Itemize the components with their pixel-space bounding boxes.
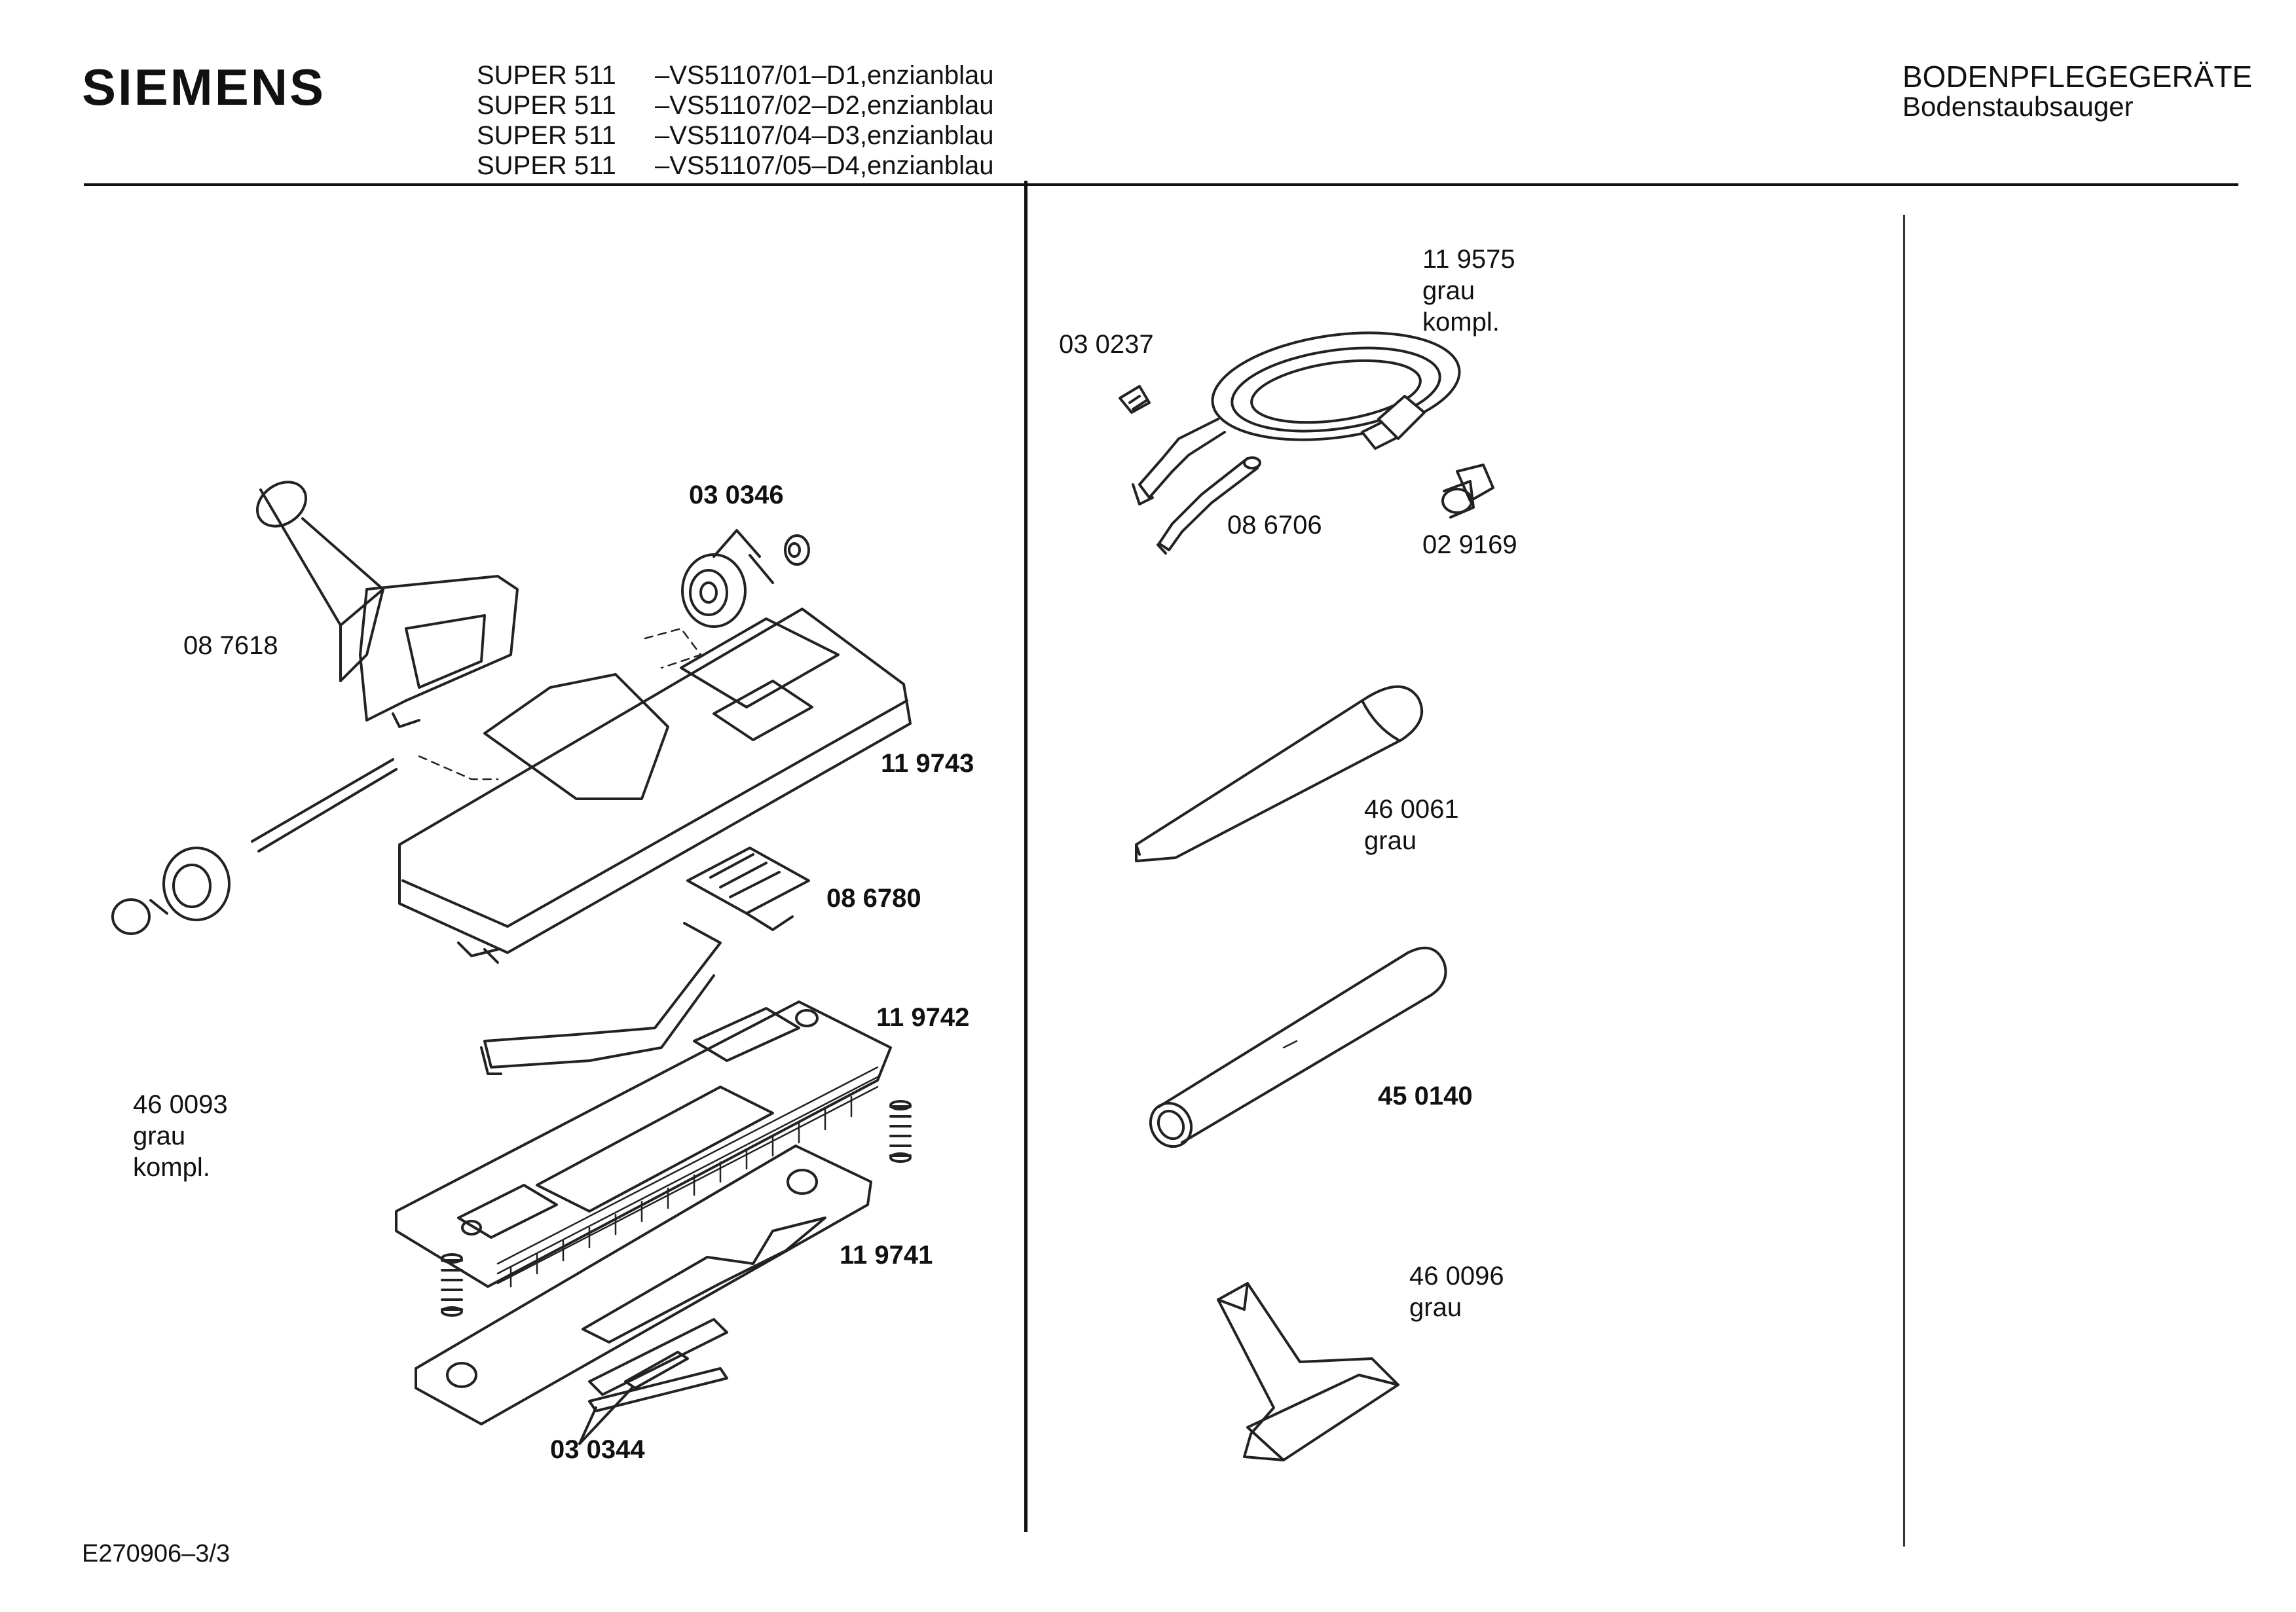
header-divider (84, 183, 2238, 186)
brush-plate-drawing (395, 1000, 892, 1288)
part-label-030346: 03 0346 (689, 481, 784, 509)
model-name: SUPER 511 (477, 61, 616, 90)
part-label-119575: 11 9575 grau kompl. (1422, 245, 1515, 337)
model-list: SUPER 511 –VS51107/01–D1,enzianblau SUPE… (477, 60, 993, 181)
part-label-086706: 08 6706 (1227, 511, 1322, 540)
model-variant: –VS51107/04–D3,enzianblau (655, 121, 994, 150)
model-variant: –VS51107/05–D4,enzianblau (655, 151, 994, 180)
part-label-030237: 03 0237 (1059, 330, 1154, 359)
sole-plate-drawing (415, 1145, 872, 1425)
part-label-460093: 46 0093 grau kompl. (133, 1090, 228, 1182)
part-label-029169: 02 9169 (1422, 530, 1517, 559)
hose-clip-drawing (1119, 385, 1151, 414)
category-subtitle: Bodenstaubsauger (1902, 91, 2134, 122)
upholstery-nozzle-drawing (1217, 1282, 1399, 1461)
part-label-086780: 08 6780 (826, 884, 921, 913)
model-name: SUPER 511 (477, 151, 616, 180)
part-label-119743: 11 9743 (881, 749, 974, 778)
part-label-450140: 45 0140 (1378, 1082, 1473, 1110)
model-name: SUPER 511 (477, 121, 616, 150)
part-label-087618: 08 7618 (183, 631, 278, 660)
model-row: SUPER 511 –VS51107/01–D1,enzianblau (477, 60, 993, 90)
part-label-030344: 03 0344 (550, 1435, 645, 1464)
part-label-460061: 46 0061 grau (1364, 795, 1459, 855)
nozzle-housing-drawing (398, 608, 912, 964)
part-label-119741: 11 9741 (840, 1241, 933, 1270)
part-label-460096: 46 0096 grau (1409, 1262, 1504, 1322)
pedal-lever-drawing (480, 847, 810, 1075)
center-divider (1024, 181, 1028, 1532)
category-title: BODENPFLEGEGERÄTE (1902, 60, 2253, 94)
model-row: SUPER 511 –VS51107/02–D2,enzianblau (477, 90, 993, 120)
model-variant: –VS51107/01–D1,enzianblau (655, 61, 994, 90)
category-block: BODENPFLEGEGERÄTE Bodenstaubsauger (1902, 62, 2252, 122)
extension-pipe-drawing (1157, 456, 1261, 555)
crevice-tool-drawing (1135, 685, 1424, 862)
part-label-119742: 11 9742 (876, 1003, 970, 1032)
axle-wheel-drawing (111, 758, 398, 935)
hose-drawing (1132, 331, 1461, 505)
model-row: SUPER 511 –VS51107/04–D3,enzianblau (477, 120, 993, 151)
adapter-nut-drawing (1441, 464, 1494, 519)
extension-tube-drawing (1149, 946, 1447, 1148)
wheel-cap-drawing (681, 529, 810, 628)
drawing-code: E270906–3/3 (82, 1540, 231, 1567)
strips-drawing (578, 1351, 728, 1445)
model-variant: –VS51107/02–D2,enzianblau (655, 91, 994, 120)
right-divider (1903, 215, 1905, 1547)
springs-drawing (441, 1100, 912, 1317)
siemens-logo: SIEMENS (82, 58, 326, 116)
floor-adapter-drawing (255, 481, 519, 728)
model-name: SUPER 511 (477, 91, 616, 120)
model-row: SUPER 511 –VS51107/05–D4,enzianblau (477, 151, 993, 181)
